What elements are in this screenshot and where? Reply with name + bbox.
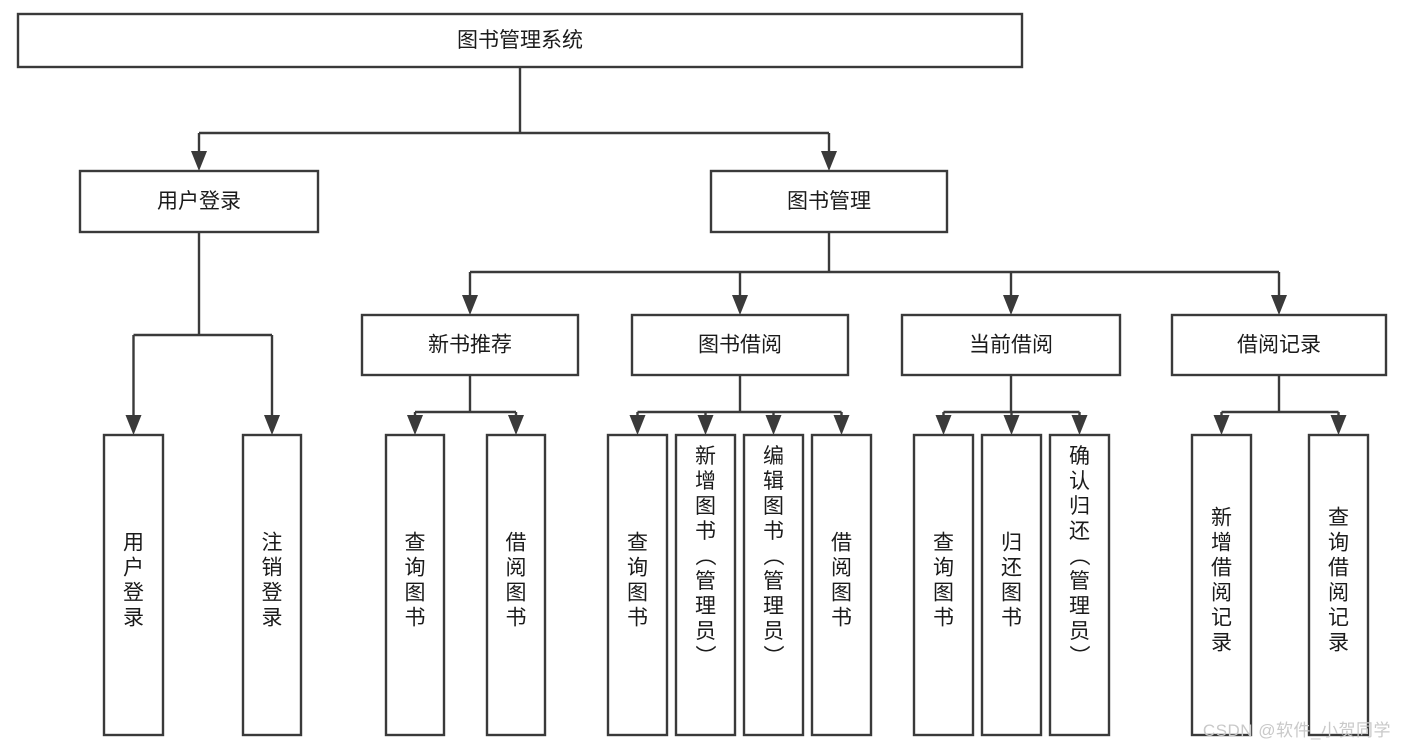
node-新增图书管理员[interactable]: 新增图书（管理员） bbox=[674, 433, 737, 737]
node-当前借阅[interactable]: 当前借阅 bbox=[900, 313, 1122, 377]
leaf-box[interactable] bbox=[810, 433, 873, 737]
arrow-head-icon bbox=[1330, 415, 1347, 435]
node-label: 查询图书 bbox=[627, 532, 648, 630]
leaf-box[interactable] bbox=[980, 433, 1043, 737]
node-用户登录[interactable]: 用户登录 bbox=[78, 169, 320, 234]
level3-box[interactable] bbox=[900, 313, 1122, 377]
arrow-head-icon bbox=[697, 415, 714, 435]
arrow-head-icon bbox=[629, 415, 646, 435]
arrow-head-icon bbox=[1003, 295, 1019, 315]
node-新书推荐[interactable]: 新书推荐 bbox=[360, 313, 580, 377]
level3-box[interactable] bbox=[630, 313, 850, 377]
level2-box[interactable] bbox=[709, 169, 949, 234]
leaf-box[interactable] bbox=[485, 433, 547, 737]
arrow-head-icon bbox=[1271, 295, 1287, 315]
level3-box[interactable] bbox=[360, 313, 580, 377]
arrow-head-icon bbox=[508, 415, 524, 435]
node-label: 新增图书（管理员） bbox=[695, 445, 717, 668]
node-查询图书[interactable]: 查询图书 bbox=[384, 433, 446, 737]
node-借阅记录[interactable]: 借阅记录 bbox=[1170, 313, 1388, 377]
arrow-head-icon bbox=[833, 415, 850, 435]
arrow-head-icon bbox=[1071, 415, 1088, 435]
arrow-head-icon bbox=[821, 151, 837, 171]
node-编辑图书管理员[interactable]: 编辑图书（管理员） bbox=[742, 433, 805, 737]
node-label: 图书管理 bbox=[787, 190, 871, 213]
node-layer: 图书管理系统用户登录图书管理新书推荐图书借阅当前借阅借阅记录用户登录注销登录查询… bbox=[16, 12, 1388, 737]
arrow-head-icon bbox=[264, 415, 280, 435]
leaf-box[interactable] bbox=[674, 433, 737, 737]
node-label: 新增借阅记录 bbox=[1211, 507, 1232, 655]
node-label: 查询图书 bbox=[405, 532, 426, 630]
arrow-head-icon bbox=[1213, 415, 1230, 435]
connector-layer bbox=[125, 67, 1347, 435]
arrow-head-icon bbox=[125, 415, 142, 435]
node-label: 用户登录 bbox=[123, 532, 144, 630]
node-label: 借阅图书 bbox=[506, 532, 527, 630]
node-借阅图书[interactable]: 借阅图书 bbox=[810, 433, 873, 737]
node-label: 注销登录 bbox=[262, 532, 283, 630]
node-归还图书[interactable]: 归还图书 bbox=[980, 433, 1043, 737]
leaf-box[interactable] bbox=[1190, 433, 1253, 737]
node-label: 归还图书 bbox=[1001, 532, 1022, 630]
node-新增借阅记录[interactable]: 新增借阅记录 bbox=[1190, 433, 1253, 737]
node-查询图书[interactable]: 查询图书 bbox=[912, 433, 975, 737]
node-label: 新书推荐 bbox=[428, 334, 512, 357]
csdn-watermark: CSDN @软件_小贺同学 bbox=[1202, 721, 1391, 740]
arrow-head-icon bbox=[407, 415, 423, 435]
leaf-box[interactable] bbox=[1048, 433, 1111, 737]
leaf-box[interactable] bbox=[384, 433, 446, 737]
leaf-box[interactable] bbox=[1307, 433, 1370, 737]
node-label: 查询借阅记录 bbox=[1328, 507, 1349, 655]
level2-box[interactable] bbox=[78, 169, 320, 234]
node-图书管理[interactable]: 图书管理 bbox=[709, 169, 949, 234]
node-注销登录[interactable]: 注销登录 bbox=[241, 433, 303, 737]
node-label: 图书管理系统 bbox=[457, 29, 583, 52]
node-图书借阅[interactable]: 图书借阅 bbox=[630, 313, 850, 377]
node-label: 借阅图书 bbox=[831, 532, 852, 630]
node-label: 编辑图书（管理员） bbox=[763, 445, 785, 668]
node-label: 图书借阅 bbox=[698, 334, 782, 357]
leaf-box[interactable] bbox=[742, 433, 805, 737]
arrow-head-icon bbox=[765, 415, 782, 435]
node-label: 借阅记录 bbox=[1237, 334, 1321, 357]
node-查询借阅记录[interactable]: 查询借阅记录 bbox=[1307, 433, 1370, 737]
node-用户登录[interactable]: 用户登录 bbox=[102, 433, 165, 737]
leaf-box[interactable] bbox=[606, 433, 669, 737]
leaf-box[interactable] bbox=[241, 433, 303, 737]
arrow-head-icon bbox=[191, 151, 207, 171]
node-label: 用户登录 bbox=[157, 190, 241, 213]
node-查询图书[interactable]: 查询图书 bbox=[606, 433, 669, 737]
node-label: 查询图书 bbox=[933, 532, 954, 630]
arrow-head-icon bbox=[935, 415, 952, 435]
node-label: 确认归还（管理员） bbox=[1069, 445, 1091, 668]
level3-box[interactable] bbox=[1170, 313, 1388, 377]
node-借阅图书[interactable]: 借阅图书 bbox=[485, 433, 547, 737]
node-label: 当前借阅 bbox=[969, 334, 1053, 357]
arrow-head-icon bbox=[732, 295, 748, 315]
arrow-head-icon bbox=[462, 295, 478, 315]
node-确认归还管理员[interactable]: 确认归还（管理员） bbox=[1048, 433, 1111, 737]
leaf-box[interactable] bbox=[102, 433, 165, 737]
root-box[interactable] bbox=[16, 12, 1024, 69]
leaf-box[interactable] bbox=[912, 433, 975, 737]
arrow-head-icon bbox=[1003, 415, 1020, 435]
node-图书管理系统[interactable]: 图书管理系统 bbox=[16, 12, 1024, 69]
